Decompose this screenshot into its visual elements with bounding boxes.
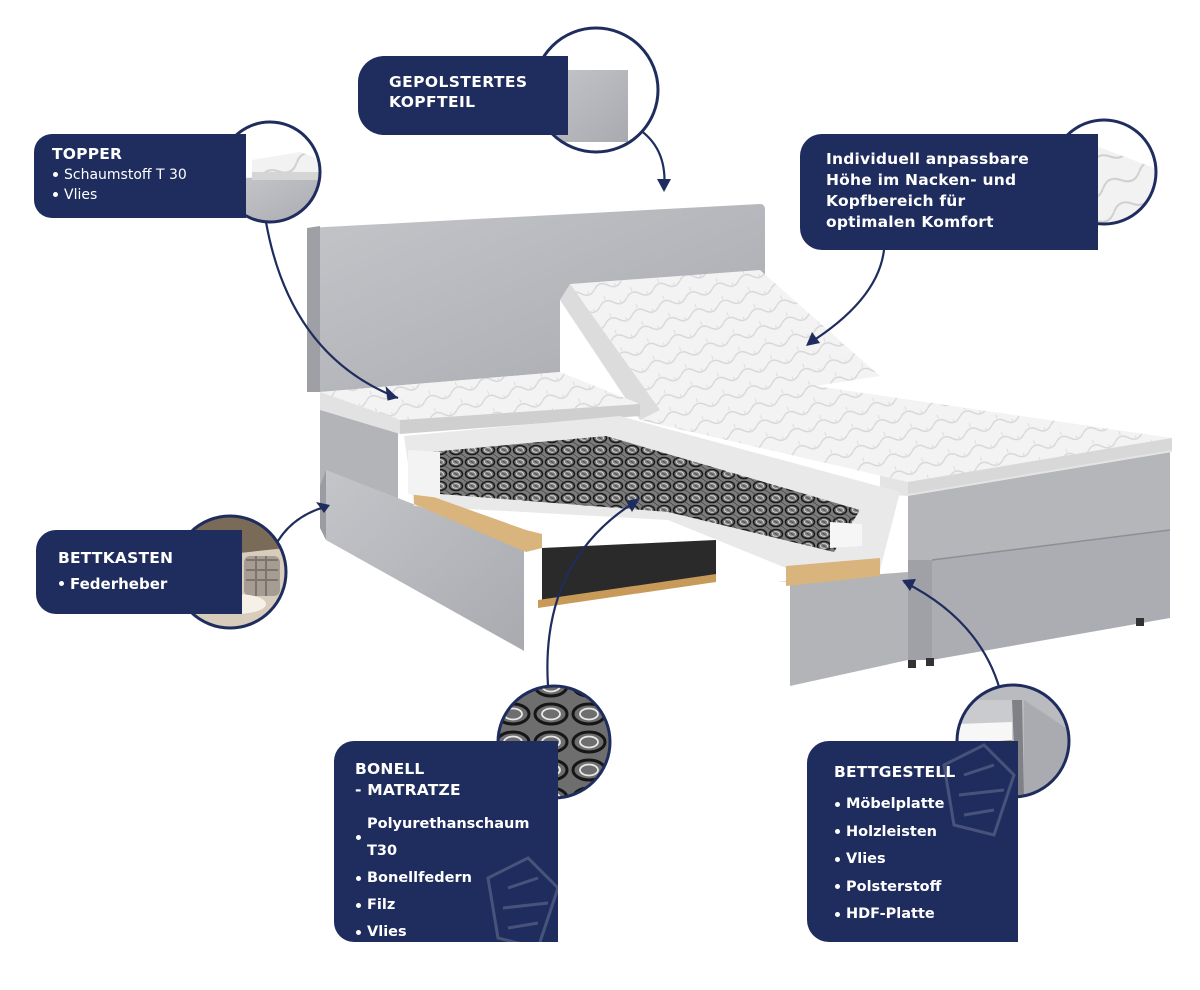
list-item: Filz xyxy=(355,892,558,919)
bed-base-left xyxy=(320,410,908,686)
feature-list: Federheber xyxy=(58,573,242,595)
headboard xyxy=(307,204,765,392)
arrow-heads xyxy=(316,179,916,591)
feature-list: Schaumstoff T 30 Vlies xyxy=(52,165,246,205)
arrow-topper xyxy=(264,221,399,400)
arrow-nacken xyxy=(807,249,886,345)
callout-bettkasten: BETTKASTEN Federheber xyxy=(36,530,242,614)
list-item: Schaumstoff T 30 xyxy=(52,165,246,185)
arrow-bonell xyxy=(546,499,639,687)
watermark-icon xyxy=(942,743,1016,837)
callout-title: TOPPER xyxy=(52,145,123,163)
arrow-bettkasten xyxy=(273,504,329,549)
list-item: HDF-Platte xyxy=(834,901,1018,929)
adjustable-topper xyxy=(560,270,1172,496)
list-item: Bonellfedern xyxy=(355,865,558,892)
list-item: Vlies xyxy=(355,919,558,942)
callout-title: BETTGESTELL xyxy=(834,763,956,781)
list-item: Holzleisten xyxy=(834,819,1018,847)
feature-list: Möbelplatte Holzleisten Vlies Polstersto… xyxy=(834,791,1018,929)
list-item: Federheber xyxy=(58,573,242,595)
list-item: Polsterstoff xyxy=(834,874,1018,902)
callout-title: GEPOLSTERTES KOPFTEIL xyxy=(389,73,528,111)
mattress-cutaway xyxy=(320,372,900,586)
callout-title: Individuell anpassbare Höhe im Nacken- u… xyxy=(826,150,1029,231)
list-item: Möbelplatte xyxy=(834,791,1018,819)
callout-bettgestell: BETTGESTELL Möbelplatte Holzleisten Vlie… xyxy=(807,741,1018,942)
list-item: Polyurethanschaum T30 xyxy=(355,811,558,865)
callout-title: BONELL - MATRATZE xyxy=(355,760,461,799)
list-item: Vlies xyxy=(52,185,246,205)
bed-base-right xyxy=(908,448,1171,668)
callout-topper: TOPPER Schaumstoff T 30 Vlies xyxy=(34,134,246,218)
list-item: Vlies xyxy=(834,846,1018,874)
callout-title: BETTKASTEN xyxy=(58,549,174,567)
callout-bonell: BONELL - MATRATZE Polyurethanschaum T30 … xyxy=(334,741,558,942)
arrow-bettgestell xyxy=(903,581,1002,691)
feature-list: Polyurethanschaum T30 Bonellfedern Filz … xyxy=(355,811,558,942)
callout-nacken: Individuell anpassbare Höhe im Nacken- u… xyxy=(800,134,1098,250)
callout-kopfteil: GEPOLSTERTES KOPFTEIL xyxy=(358,56,568,135)
watermark-icon xyxy=(486,856,558,942)
